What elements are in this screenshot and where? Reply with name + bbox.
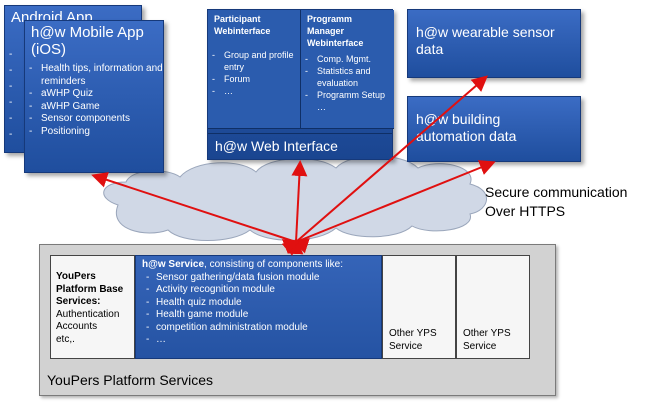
hw-item: … (142, 334, 375, 347)
manager-item: Programm Setup … (301, 89, 395, 113)
hw-service-heading: h@w Service, consisting of components li… (142, 259, 375, 272)
hw-service-box: h@w Service, consisting of components li… (135, 255, 382, 359)
android-item (5, 113, 141, 129)
manager-item: Statistics and evaluation (301, 65, 395, 89)
base-item: Authentication (56, 308, 120, 320)
hw-service-subtitle: , consisting of components like: (204, 259, 343, 270)
other-yps-service-1: Other YPS Service (382, 255, 456, 359)
manager-title: Programm Manager Webinterface (307, 14, 364, 48)
base-item: etc,. (56, 333, 75, 345)
manager-webinterface: Programm Manager Webinterface Comp. Mgmt… (300, 10, 395, 128)
ios-item: Positioning (25, 126, 163, 139)
participant-webinterface: Participant Webinterface Group and profi… (208, 10, 300, 97)
base-services-box: YouPers Platform Base Services: Authenti… (50, 255, 135, 359)
base-item: Accounts (56, 321, 98, 332)
android-item (5, 65, 141, 81)
building-automation-box: h@w building automation data (407, 96, 581, 162)
ios-item: aWHP Game (25, 101, 163, 114)
wearable-sensor-box: h@w wearable sensor data (407, 9, 581, 78)
hw-item: competition administration module (142, 322, 375, 335)
ios-app-box: h@w Mobile App (iOS) Health tips, inform… (24, 20, 164, 173)
manager-item: Comp. Mgmt. (301, 53, 395, 65)
android-item (5, 81, 141, 97)
web-interface-title: h@w Web Interface (208, 133, 392, 159)
secure-line-2: Over HTTPS (485, 203, 566, 219)
ios-item: Sensor components (25, 113, 163, 126)
participant-item: Group and profile entry (208, 49, 300, 73)
android-item (5, 49, 141, 65)
web-interface-panels: Participant Webinterface Group and profi… (208, 10, 394, 129)
secure-line-1: Secure communication (485, 184, 628, 200)
participant-item: … (208, 85, 300, 97)
hw-service-title: h@w Service (142, 259, 205, 270)
android-item (5, 129, 141, 145)
hw-item: Sensor gathering/data fusion module (142, 272, 375, 285)
ios-item: Health tips, information and reminders (25, 63, 163, 88)
participant-item: Forum (208, 73, 300, 85)
other-yps-service-2: Other YPS Service (456, 255, 530, 359)
android-item (5, 97, 141, 113)
hw-item: Health quiz module (142, 297, 375, 310)
base-services-title: YouPers Platform Base Services: (56, 271, 124, 307)
ios-app-title: h@w Mobile App (iOS) (31, 24, 144, 58)
ios-item: aWHP Quiz (25, 88, 163, 101)
platform-title: YouPers Platform Services (47, 372, 213, 388)
participant-title: Participant Webinterface (214, 14, 271, 36)
hw-item: Health game module (142, 309, 375, 322)
secure-communication-label: Secure communication Over HTTPS (485, 183, 627, 221)
hw-item: Activity recognition module (142, 284, 375, 297)
web-interface-box: Participant Webinterface Group and profi… (207, 9, 394, 160)
